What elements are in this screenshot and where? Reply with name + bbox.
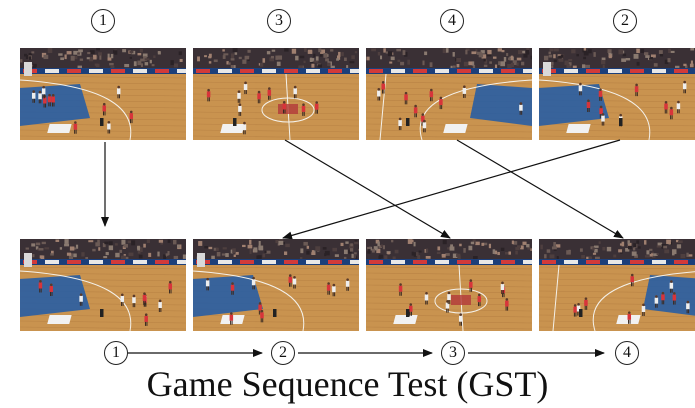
top-label-4: 2 [613, 9, 637, 33]
bottom-frame-1 [20, 239, 186, 331]
bottom-frame-2 [193, 239, 359, 331]
arrow-2-to-2 [282, 139, 621, 240]
bottom-label-3: 3 [441, 341, 465, 365]
top-frame-2 [193, 48, 359, 140]
bottom-frame-3 [366, 239, 532, 331]
top-frame-4 [539, 48, 695, 140]
top-frame-3 [366, 48, 532, 140]
caption: Game Sequence Test (GST) [146, 364, 549, 404]
arrow-4-to-4 [456, 139, 624, 239]
arrow-3-to-3 [284, 139, 451, 239]
bottom-frame-4 [539, 239, 695, 331]
top-label-3: 4 [440, 9, 464, 33]
bottom-label-4: 4 [615, 341, 639, 365]
bottom-label-1: 1 [104, 341, 128, 365]
top-label-1: 1 [91, 9, 115, 33]
bottom-label-2: 2 [271, 341, 295, 365]
top-frame-1 [20, 48, 186, 140]
top-label-2: 3 [267, 9, 291, 33]
